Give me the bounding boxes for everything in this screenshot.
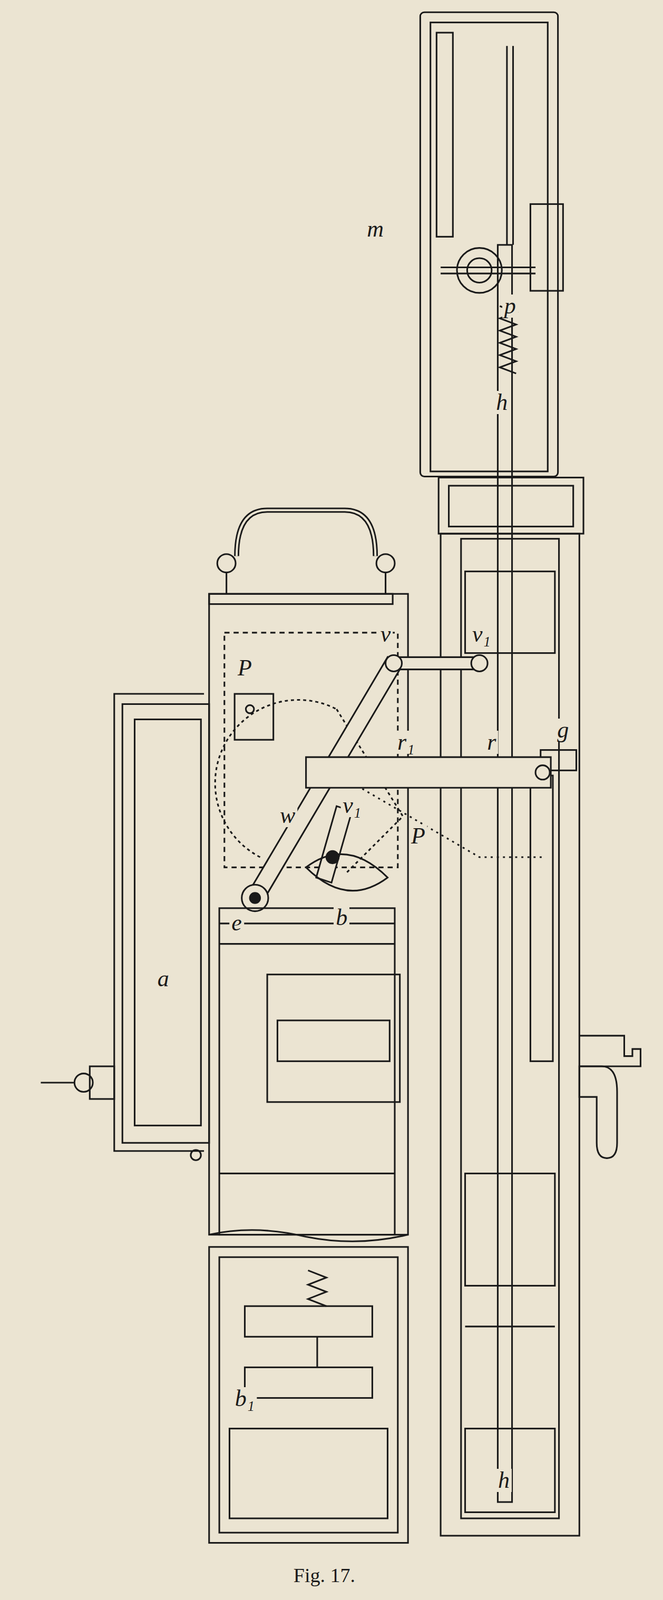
part-letter: p [502,294,519,318]
part-letter: h [493,391,510,415]
part-letter: h [495,1469,512,1493]
part-letter: v₁ [340,794,364,818]
part-letter: P [235,656,255,680]
part-letter: g [554,718,571,743]
part-letter: w [277,804,298,828]
part-letter: b [333,906,350,930]
figure-caption: Fig. 17. [291,1565,358,1586]
part-letter: r [484,730,499,755]
part-letter: v [378,622,394,647]
part-letter: m [364,217,386,241]
part-letter: b₁ [232,1387,257,1411]
part-letter: r₁ [395,730,417,755]
part-letter: e [229,911,245,935]
part-letter: a [155,967,172,991]
part-letter: v₁ [470,622,493,647]
part-letter: P [408,824,428,848]
